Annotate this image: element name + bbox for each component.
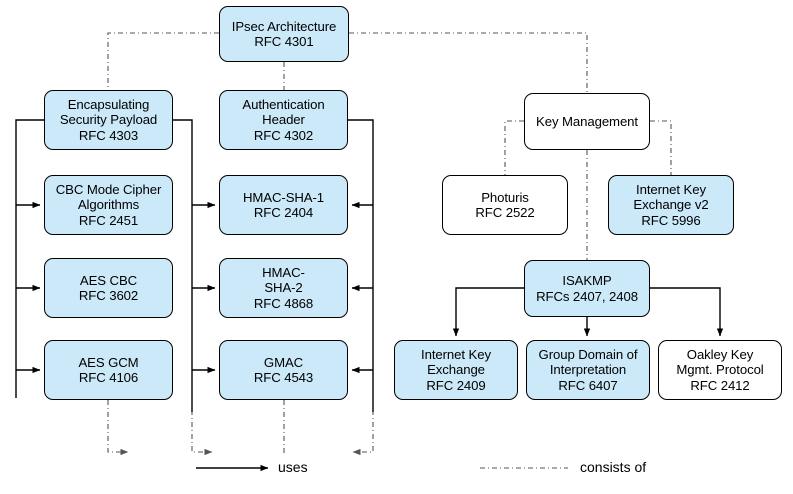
node-key-management[interactable]: Key Management bbox=[524, 93, 650, 150]
node-internet-key-exchange-v2[interactable]: Internet Key Exchange v2 RFC 5996 bbox=[608, 175, 734, 235]
node-oakley-key-mgmt-protocol[interactable]: Oakley Key Mgmt. Protocol RFC 2412 bbox=[658, 340, 782, 400]
node-authentication-header[interactable]: Authentication Header RFC 4302 bbox=[219, 90, 348, 150]
node-group-domain-of-interpretation[interactable]: Group Domain of Interpretation RFC 6407 bbox=[526, 340, 650, 400]
legend-uses-label: uses bbox=[278, 459, 308, 475]
edge-esp-trunk-right bbox=[173, 119, 193, 412]
node-aes-cbc[interactable]: AES CBC RFC 3602 bbox=[44, 258, 173, 318]
edge-stub-esp-dangling bbox=[191, 410, 213, 456]
consists-of-connectors bbox=[107, 32, 672, 456]
node-aes-gcm[interactable]: AES GCM RFC 4106 bbox=[44, 340, 173, 400]
edge-keymgmt-to-photuris bbox=[504, 120, 524, 175]
node-encapsulating-security-payload[interactable]: Encapsulating Security Payload RFC 4303 bbox=[44, 90, 173, 150]
edge-ah-trunk-right bbox=[348, 119, 374, 412]
legend-consists-of-label: consists of bbox=[580, 459, 647, 475]
edge-stub-left bbox=[107, 400, 129, 456]
node-internet-key-exchange[interactable]: Internet Key Exchange RFC 2409 bbox=[394, 340, 518, 400]
edge-stub-ah-dangling bbox=[352, 410, 374, 456]
uses-connectors bbox=[15, 119, 724, 412]
edge-esp-trunk-left bbox=[15, 119, 44, 398]
node-isakmp[interactable]: ISAKMP RFCs 2407, 2408 bbox=[524, 260, 650, 317]
node-ipsec-architecture[interactable]: IPsec Architecture RFC 4301 bbox=[219, 6, 349, 62]
edge-isakmp-to-ike bbox=[452, 287, 524, 337]
edge-keymgmt-to-ikev2 bbox=[650, 120, 672, 175]
node-gmac[interactable]: GMAC RFC 4543 bbox=[219, 340, 348, 400]
node-hmac-sha-2[interactable]: HMAC- SHA-2 RFC 4868 bbox=[219, 258, 348, 318]
edge-arch-to-esp bbox=[107, 32, 219, 90]
node-hmac-sha-1[interactable]: HMAC-SHA-1 RFC 2404 bbox=[219, 175, 348, 235]
node-cbc-mode-cipher-algorithms[interactable]: CBC Mode Cipher Algorithms RFC 2451 bbox=[44, 175, 173, 235]
edge-isakmp-to-oakley bbox=[650, 287, 724, 337]
node-photuris[interactable]: Photuris RFC 2522 bbox=[442, 175, 568, 235]
edge-arch-to-keymgmt bbox=[349, 32, 588, 93]
